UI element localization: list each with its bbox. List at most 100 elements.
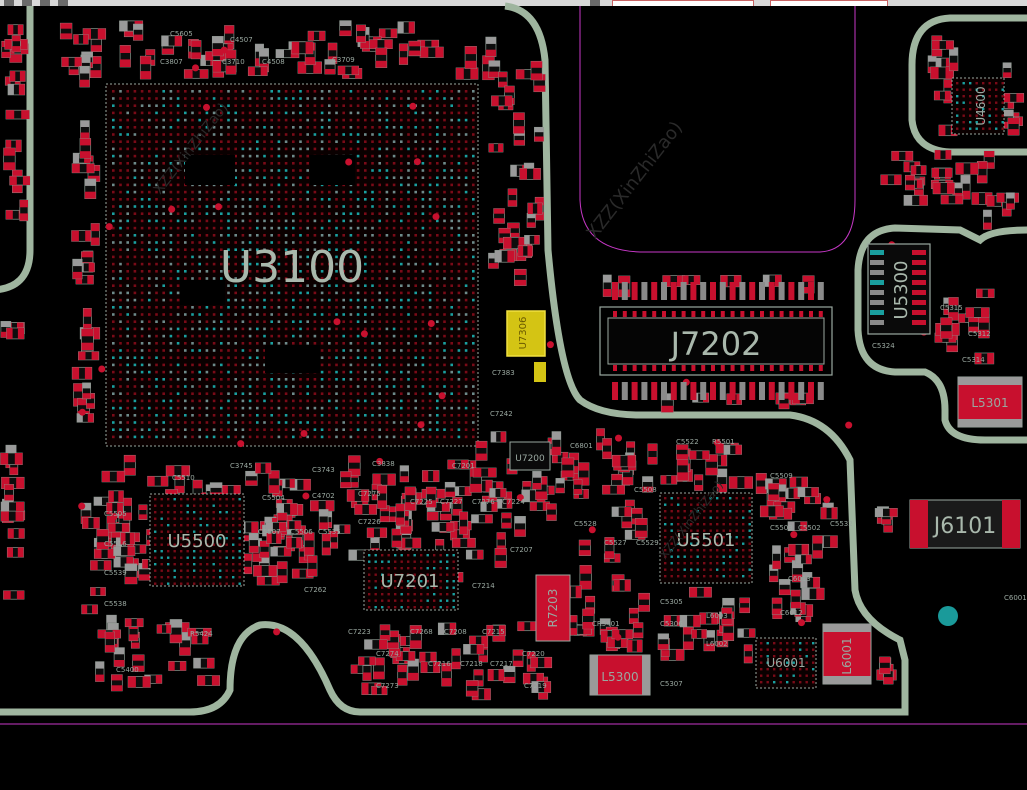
bga-ball <box>234 342 237 345</box>
ball <box>677 555 680 558</box>
bga-ball <box>155 169 158 172</box>
bga-ball <box>414 169 417 172</box>
smd-component <box>628 607 639 624</box>
ball <box>225 530 228 533</box>
ball <box>962 121 965 124</box>
u4600-chip[interactable]: U4600 <box>951 77 1005 135</box>
bga-ball <box>234 219 237 223</box>
bga-ball <box>277 241 281 244</box>
l6001-inductor[interactable]: L6001 <box>822 623 872 685</box>
u7201-chip[interactable]: U7201 <box>363 549 459 611</box>
bga-ball <box>378 147 381 151</box>
bga-ball <box>421 111 425 115</box>
j6101-connector[interactable]: J6101 <box>909 499 1021 549</box>
j7202-pin <box>680 382 687 400</box>
u5300-chip[interactable]: U5300 <box>867 243 931 335</box>
ball <box>988 108 991 111</box>
bga-ball <box>443 169 446 172</box>
bga-ball <box>241 298 245 302</box>
bga-ball <box>320 284 324 287</box>
bga-ball <box>119 270 122 273</box>
ball <box>180 576 183 579</box>
j7202-pin <box>631 382 638 400</box>
u5500-chip[interactable]: U5500 <box>149 493 245 587</box>
u6001-chip[interactable]: U6001 <box>755 637 817 689</box>
l5300-inductor[interactable]: L5300 <box>589 654 651 696</box>
ball <box>696 536 699 539</box>
ball <box>962 114 965 117</box>
ball <box>683 497 686 500</box>
j7202-pin <box>739 382 746 400</box>
l5301-inductor[interactable]: L5301 <box>957 376 1023 428</box>
u7306-chip-highlighted[interactable]: U7306 <box>506 310 546 382</box>
bga-ball <box>133 154 137 158</box>
bga-ball <box>378 435 381 439</box>
bga-ball <box>320 313 324 316</box>
bga-ball <box>241 399 245 403</box>
j7202-contact <box>613 311 617 317</box>
bga-ball <box>421 370 425 374</box>
bga-ball <box>133 421 137 424</box>
r7203-resistor[interactable]: R7203 <box>535 574 571 642</box>
bga-ball <box>212 104 216 107</box>
save-icon[interactable] <box>40 0 50 6</box>
search-field[interactable] <box>612 0 754 6</box>
ball <box>394 606 397 609</box>
bga-ball <box>328 198 331 201</box>
ball <box>716 575 719 578</box>
print-icon[interactable] <box>58 0 68 6</box>
j7202-contact <box>681 311 686 317</box>
component-label-c5400: C5400 <box>116 666 139 674</box>
bga-ball <box>241 205 245 208</box>
zoom-icon[interactable] <box>590 0 600 6</box>
bga-ball <box>176 219 180 223</box>
bga-ball <box>220 248 223 251</box>
smd-component <box>364 639 388 650</box>
bga-ball <box>292 270 295 273</box>
file-icon[interactable] <box>4 0 14 6</box>
component-label-c5504: C5504 <box>262 494 285 502</box>
u7200-chip[interactable]: U7200 <box>509 441 551 471</box>
bga-ball <box>119 291 122 295</box>
bga-ball <box>378 104 381 107</box>
bga-ball <box>472 327 475 331</box>
bga-ball <box>342 133 345 136</box>
bga-ball <box>378 162 381 165</box>
bga-ball <box>443 147 446 151</box>
bga-ball <box>263 320 266 323</box>
smd-component <box>771 597 783 615</box>
bga-ball <box>299 327 302 331</box>
ball <box>193 556 196 559</box>
smd-component <box>530 60 543 81</box>
smd-component <box>378 28 398 39</box>
bga-ball <box>349 104 353 107</box>
u3100-bga[interactable]: U3100 <box>105 83 479 447</box>
bga-ball <box>400 313 403 316</box>
ball <box>193 517 196 520</box>
bga-ball <box>320 126 324 129</box>
ball <box>219 504 222 507</box>
bga-ball <box>112 190 115 194</box>
net-field[interactable] <box>770 0 888 6</box>
bga-ball <box>112 111 115 115</box>
ball <box>374 606 377 609</box>
bga-ball <box>364 219 367 223</box>
component-label-c5324: C5324 <box>872 342 895 350</box>
bga-ball <box>428 118 432 122</box>
bga-ball <box>112 334 115 338</box>
smd-component <box>778 579 791 596</box>
bga-ball <box>205 111 209 115</box>
smd-component <box>190 40 202 60</box>
bga-ball <box>428 298 432 302</box>
u5501-chip[interactable]: U5501 <box>659 492 753 584</box>
bga-ball <box>428 205 432 208</box>
open-icon[interactable] <box>22 0 32 6</box>
ball <box>407 606 410 609</box>
smd-component <box>1006 192 1015 210</box>
bga-ball <box>436 226 439 230</box>
bga-ball <box>162 406 165 410</box>
j7202-connector[interactable]: J7202 <box>599 282 833 400</box>
bga-ball <box>148 190 151 194</box>
bga-ball <box>371 392 374 395</box>
